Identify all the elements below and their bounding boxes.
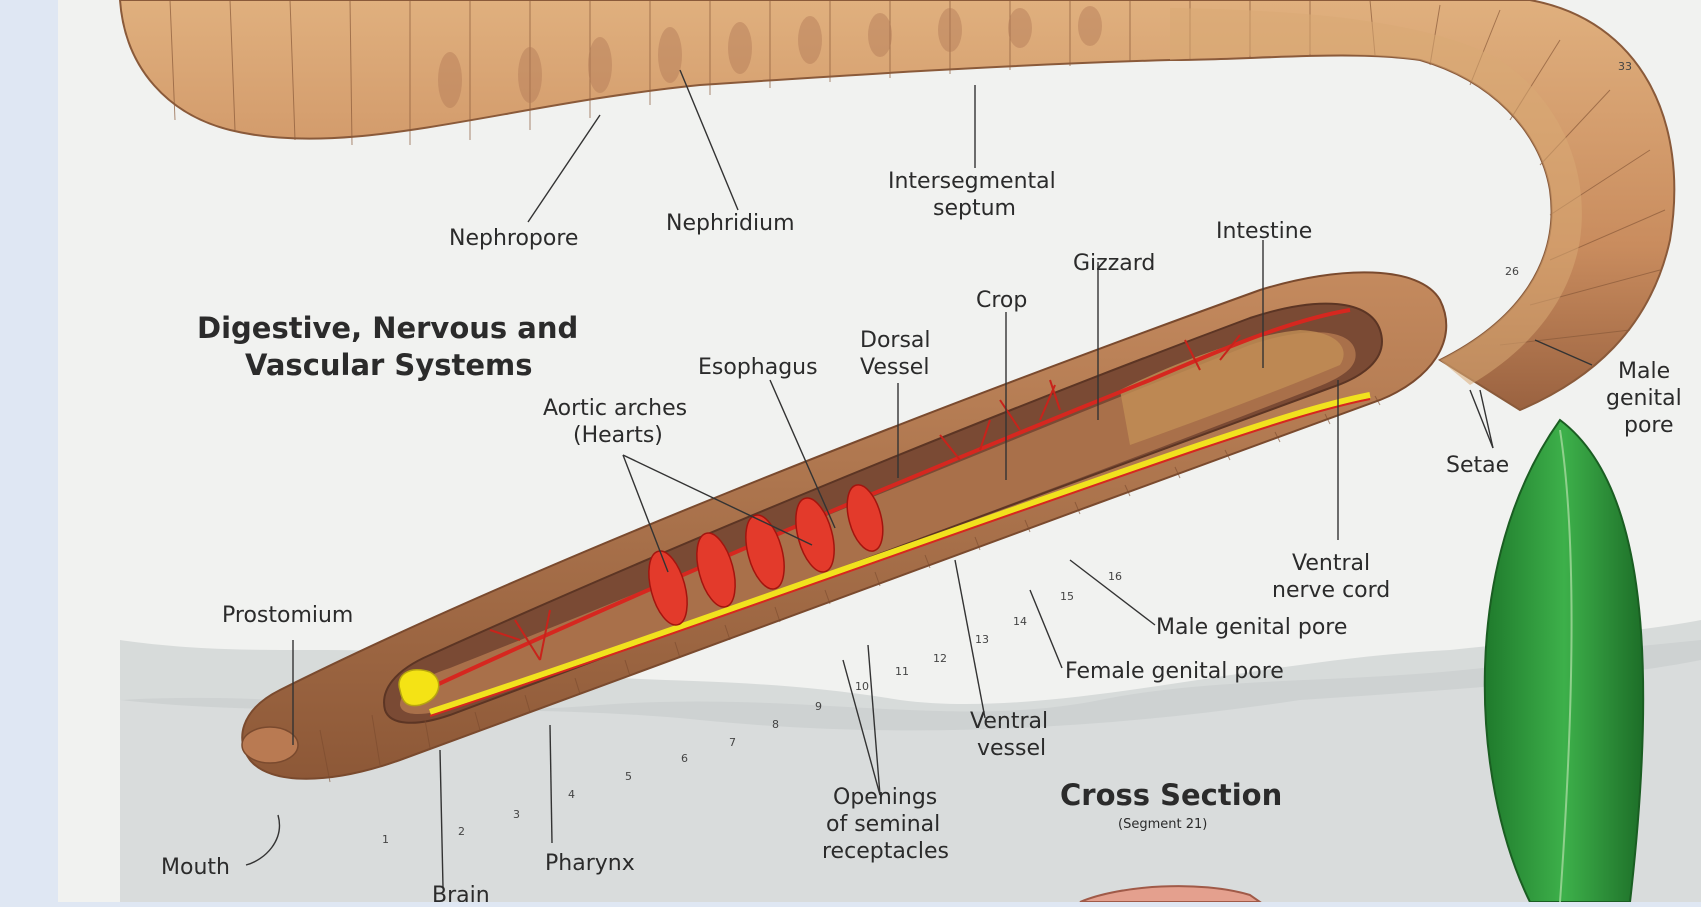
lower-segment-lines	[319, 395, 1381, 783]
branch-vessels	[489, 334, 1241, 661]
label-intersegmental-2: septum	[933, 196, 1016, 221]
label-male-genital-pore: Male genital pore	[1156, 615, 1347, 640]
segment-number: 12	[933, 652, 947, 665]
label-male-pore-right-2: genital	[1606, 386, 1682, 411]
label-male-pore-right-1: Male	[1618, 359, 1670, 384]
label-prostomium: Prostomium	[222, 603, 353, 628]
intestine-region	[1120, 330, 1344, 445]
segment-number: 1	[382, 833, 389, 846]
label-female-genital-pore: Female genital pore	[1065, 659, 1284, 684]
label-esophagus: Esophagus	[698, 355, 818, 380]
label-ventral-nerve-2: nerve cord	[1272, 578, 1390, 603]
label-nephridium: Nephridium	[666, 211, 795, 236]
segment-number: 2	[458, 825, 465, 838]
cross-section-shape	[1079, 885, 1264, 903]
cross-section-subtitle: (Segment 21)	[1118, 817, 1207, 832]
label-nephropore: Nephropore	[449, 226, 578, 251]
leader-lines	[245, 69, 1593, 888]
brain-ganglion	[398, 669, 440, 707]
ventral-vessel-line	[429, 398, 1371, 717]
segment-number: 14	[1013, 615, 1027, 628]
segment-number: 26	[1505, 265, 1519, 278]
segment-number: 9	[815, 700, 822, 713]
segment-number: 8	[772, 718, 779, 731]
segment-number: 10	[855, 680, 869, 693]
segment-number: 11	[895, 665, 909, 678]
label-intestine: Intestine	[1216, 219, 1312, 244]
label-mouth: Mouth	[161, 855, 230, 880]
segment-number: 5	[625, 770, 632, 783]
segment-number: 4	[568, 788, 575, 801]
prostomium-tip	[241, 726, 299, 764]
label-openings-2: of seminal	[826, 812, 940, 837]
label-openings-1: Openings	[833, 785, 937, 810]
label-setae: Setae	[1446, 453, 1509, 478]
clitellum	[1170, 8, 1582, 385]
label-ventral-vessel-1: Ventral	[970, 709, 1048, 734]
segment-number: 6	[681, 752, 688, 765]
label-ventral-vessel-2: vessel	[977, 736, 1046, 761]
segment-number: 13	[975, 633, 989, 646]
label-aortic-1: Aortic arches	[543, 396, 687, 421]
segment-number: 7	[729, 736, 736, 749]
worm-upper-body	[118, 0, 1676, 412]
label-ventral-nerve-1: Ventral	[1292, 551, 1370, 576]
cross-section-title: Cross Section	[1060, 778, 1282, 812]
soil-background	[120, 640, 1701, 902]
main-title-line1: Digestive, Nervous and	[197, 311, 578, 345]
label-aortic-2: (Hearts)	[573, 423, 663, 448]
main-title-line2: Vascular Systems	[245, 348, 533, 382]
label-brain: Brain	[432, 883, 490, 902]
label-pharynx: Pharynx	[545, 851, 635, 876]
segment-number: 15	[1060, 590, 1074, 603]
segment-number: 16	[1108, 570, 1122, 583]
label-crop: Crop	[976, 288, 1027, 313]
label-intersegmental-1: Intersegmental	[888, 169, 1056, 194]
nephridia-marks	[438, 6, 1102, 108]
segment-number: 3	[513, 808, 520, 821]
leaf-vein	[1559, 429, 1573, 903]
label-male-pore-right-3: pore	[1624, 413, 1674, 438]
ventral-nerve-cord	[429, 392, 1371, 715]
label-openings-3: receptacles	[822, 839, 949, 864]
label-dorsal-1: Dorsal	[860, 328, 931, 353]
segment-number: 33	[1618, 60, 1632, 73]
aortic-arches	[648, 484, 884, 626]
label-gizzard: Gizzard	[1073, 251, 1155, 276]
label-dorsal-2: Vessel	[860, 355, 929, 380]
